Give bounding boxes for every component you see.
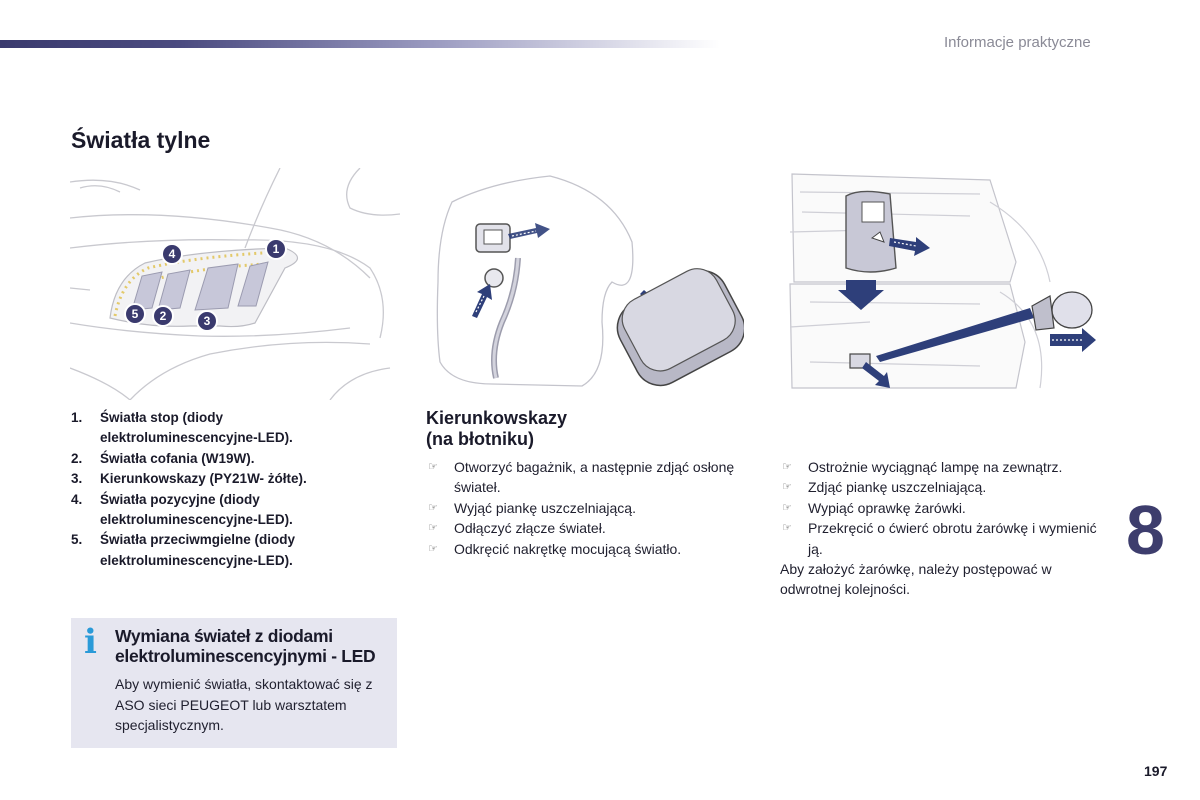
step-text: Zdjąć piankę uszczelniającą. xyxy=(808,479,987,496)
list-item: ☞ Zdjąć piankę uszczelniającą. xyxy=(780,477,1110,497)
callout-2: 2 xyxy=(160,309,167,323)
legend-number: 4. xyxy=(71,491,83,507)
step-text: Przekręcić o ćwierć obrotu żarówkę i wym… xyxy=(808,520,1097,557)
pointing-hand-icon: ☞ xyxy=(428,542,438,555)
reverse-order-note: Aby założyć żarówkę, należy postępować w… xyxy=(780,561,1052,598)
page-title: Światła tylne xyxy=(71,127,211,153)
list-item: ☞ Otworzyć bagażnik, a następnie zdjąć os… xyxy=(426,457,746,498)
header-gradient-bar xyxy=(0,40,720,48)
callout-3: 3 xyxy=(204,314,211,328)
info-box: i Wymiana świateł z diodami elektrolumin… xyxy=(71,618,397,748)
indicators-heading: Kierunkowskazy (na błotniku) xyxy=(426,408,567,450)
step-text: Wypiąć oprawkę żarówki. xyxy=(808,499,966,516)
step-text: Ostrożnie wyciągnąć lampę na zewnątrz. xyxy=(808,459,1063,475)
indicators-heading-line1: Kierunkowskazy xyxy=(426,408,568,428)
pointing-hand-icon: ☞ xyxy=(782,481,792,494)
indicator-steps-list: ☞ Otworzyć bagażnik, a następnie zdjąć os… xyxy=(426,457,746,559)
legend-text: Światła stop (diody elektroluminescencyj… xyxy=(100,410,293,446)
legend-text: Światła cofania (W19W). xyxy=(100,450,255,466)
legend-number: 5. xyxy=(71,532,83,548)
callout-5: 5 xyxy=(132,307,139,321)
bulb-steps-list: ☞Ostrożnie wyciągnąć lampę na zewnątrz. … xyxy=(780,457,1110,559)
chapter-number: 8 xyxy=(1126,491,1165,569)
legend-item: 4. Światła pozycyjne (diody elektrolumine… xyxy=(71,490,371,531)
legend-text: Światła pozycyjne (diody elektroluminesc… xyxy=(100,491,293,528)
fender-indicator-diagram xyxy=(432,172,744,388)
step-text: Wyjąć piankę uszczelniającą. xyxy=(454,499,636,516)
pointing-hand-icon: ☞ xyxy=(428,461,438,473)
pointing-hand-icon: ☞ xyxy=(782,461,792,473)
legend-item: 5. Światła przeciwmgielne (diody elektrol… xyxy=(71,530,371,571)
callout-4: 4 xyxy=(169,247,176,261)
info-icon: i xyxy=(84,622,97,662)
pointing-hand-icon: ☞ xyxy=(782,501,792,514)
step-text: Otworzyć bagażnik, a następnie zdjąć osł… xyxy=(454,459,735,496)
list-item: ☞ Wypiąć oprawkę żarówki. xyxy=(780,498,1110,518)
indicators-heading-line2: (na błotniku) xyxy=(426,429,534,449)
section-header: Informacje praktyczne xyxy=(944,34,1091,51)
info-text: Aby wymienić światła, skontaktować się z… xyxy=(115,676,373,733)
bulb-replacement-diagram xyxy=(780,172,1098,392)
list-item: ☞ Odkręcić nakrętkę mocującą światło. xyxy=(426,539,746,559)
legend-item: 1. Światła stop (diody elektroluminescenc… xyxy=(71,408,371,449)
legend-number: 2. xyxy=(71,450,83,466)
rear-lights-diagram: 1 2 3 4 5 xyxy=(70,168,400,400)
legend-item: 3. Kierunkowskazy (PY21W- żółte). xyxy=(71,469,371,489)
list-item: ☞ Odłączyć złącze świateł. xyxy=(426,518,746,538)
step-text: Odkręcić nakrętkę mocującą światło. xyxy=(454,540,682,557)
legend-number: 1. xyxy=(71,410,83,425)
legend-item: 2. Światła cofania (W19W). xyxy=(71,449,371,469)
list-item: ☞ Wyjąć piankę uszczelniającą. xyxy=(426,498,746,518)
list-item: ☞ Ostrożnie wyciągnąć lampę na zewnątrz. xyxy=(780,457,1110,477)
pointing-hand-icon: ☞ xyxy=(428,522,438,535)
pointing-hand-icon: ☞ xyxy=(782,522,792,535)
callout-1: 1 xyxy=(273,242,280,256)
legend-text: Światła przeciwmgielne (diody elektrolum… xyxy=(100,532,296,568)
pointing-hand-icon: ☞ xyxy=(428,501,438,514)
legend-text: Kierunkowskazy (PY21W- żółte). xyxy=(100,471,307,487)
page-number: 197 xyxy=(1144,763,1168,779)
step-text: Odłączyć złącze świateł. xyxy=(454,520,606,537)
list-item: ☞ Przekręcić o ćwierć obrotu żarówkę i wy… xyxy=(780,518,1110,559)
legend-number: 3. xyxy=(71,471,83,487)
lights-legend: 1. Światła stop (diody elektroluminescenc… xyxy=(71,408,371,571)
info-title: Wymiana świateł z diodami elektrolumines… xyxy=(115,626,376,666)
